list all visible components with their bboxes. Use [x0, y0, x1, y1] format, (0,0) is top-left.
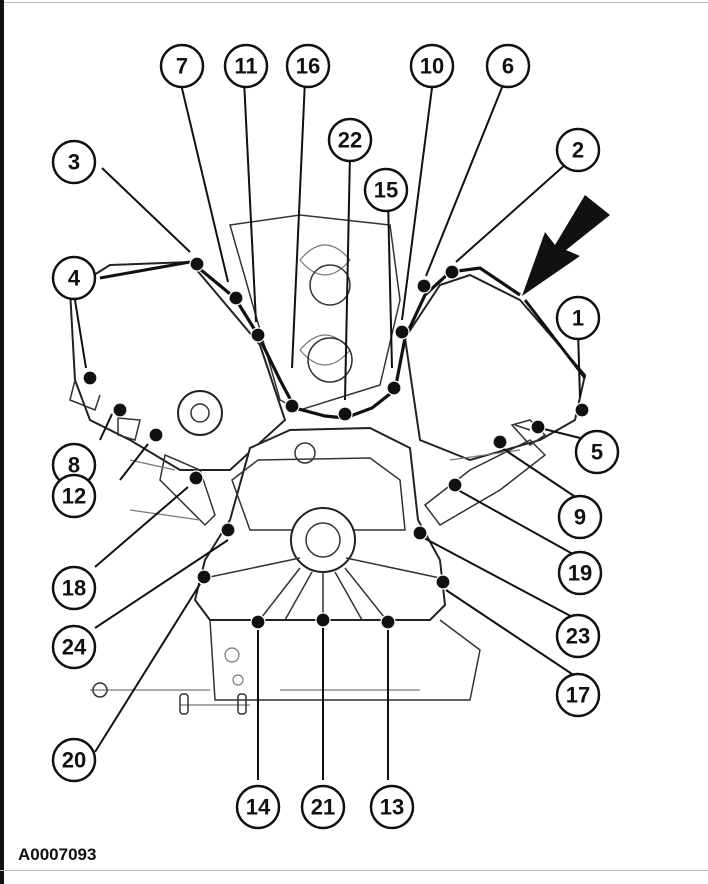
crankshaft-pulley — [290, 507, 356, 573]
callout-9: 9 — [557, 494, 603, 540]
svg-text:3: 3 — [68, 150, 80, 175]
frame-left-border — [0, 0, 4, 884]
svg-text:20: 20 — [62, 748, 86, 773]
figure-id-label: A0007093 — [18, 845, 97, 864]
bolt-16 — [284, 398, 300, 414]
bolt-18 — [188, 470, 204, 486]
svg-text:6: 6 — [502, 54, 514, 79]
callout-5: 5 — [574, 429, 620, 475]
callout-4: 4 — [51, 255, 97, 301]
svg-text:2: 2 — [572, 138, 584, 163]
callout-18: 18 — [51, 565, 97, 611]
leader-lines — [73, 79, 581, 780]
svg-text:11: 11 — [234, 54, 257, 79]
callout-7: 7 — [159, 43, 205, 89]
svg-text:15: 15 — [374, 178, 398, 203]
callout-1: 1 — [555, 295, 601, 341]
callout-2: 2 — [555, 127, 601, 173]
callout-15: 15 — [363, 167, 409, 213]
callout-21: 21 — [300, 784, 346, 830]
bolt-8 — [112, 402, 128, 418]
frame-top-rule — [0, 2, 708, 3]
engine-illustration — [68, 214, 587, 715]
svg-text:12: 12 — [62, 484, 86, 509]
svg-text:22: 22 — [338, 128, 362, 153]
svg-text:19: 19 — [568, 561, 592, 586]
svg-text:17: 17 — [566, 683, 590, 708]
svg-text:4: 4 — [68, 266, 81, 291]
bolt-21 — [315, 612, 331, 628]
bolt-3 — [189, 256, 205, 272]
svg-text:16: 16 — [296, 54, 320, 79]
svg-text:21: 21 — [311, 795, 335, 820]
callout-10: 10 — [409, 43, 455, 89]
bolt-6 — [416, 278, 432, 294]
svg-text:8: 8 — [68, 453, 80, 478]
callout-20: 20 — [51, 737, 97, 783]
callout-3: 3 — [51, 139, 97, 185]
callout-24: 24 — [51, 624, 97, 670]
left-cylinder-head — [68, 260, 287, 471]
bolt-22 — [337, 406, 353, 422]
callout-14: 14 — [235, 784, 281, 830]
callout-balloons: 1 2 3 4 5 6 7 8 9 10 11 12 13 14 15 16 1… — [51, 43, 620, 830]
bolt-19 — [447, 477, 463, 493]
callout-6: 6 — [485, 43, 531, 89]
idler-pulley — [177, 390, 223, 436]
bolt-17 — [435, 574, 451, 590]
svg-text:5: 5 — [591, 440, 603, 465]
frame-bottom-rule — [0, 870, 708, 871]
bolt-1 — [574, 402, 590, 418]
svg-text:9: 9 — [574, 505, 586, 530]
svg-text:13: 13 — [380, 795, 404, 820]
callout-12: 12 — [51, 473, 97, 519]
bolt-15 — [386, 380, 402, 396]
bolt-5 — [530, 419, 546, 435]
bolt-9 — [492, 434, 508, 450]
bolt-14 — [250, 614, 266, 630]
svg-text:23: 23 — [566, 624, 590, 649]
callout-22: 22 — [327, 117, 373, 163]
callout-19: 19 — [557, 550, 603, 596]
bolt-markers — [82, 256, 590, 630]
callout-17: 17 — [555, 672, 601, 718]
bolt-2 — [444, 264, 460, 280]
svg-text:7: 7 — [176, 54, 188, 79]
bolt-24 — [220, 522, 236, 538]
svg-text:14: 14 — [246, 795, 271, 820]
svg-text:10: 10 — [420, 54, 444, 79]
direction-arrow-icon — [522, 195, 610, 296]
callout-11: 11 — [223, 43, 269, 89]
bolt-7 — [228, 290, 244, 306]
bolt-23 — [412, 525, 428, 541]
bolt-13 — [380, 614, 396, 630]
callout-13: 13 — [369, 784, 415, 830]
svg-text:18: 18 — [62, 576, 86, 601]
bolt-10 — [394, 324, 410, 340]
bolt-11 — [250, 327, 266, 343]
bolt-12 — [148, 427, 164, 443]
oil-pan — [209, 619, 481, 701]
svg-text:24: 24 — [62, 635, 87, 660]
svg-text:1: 1 — [572, 306, 584, 331]
callout-16: 16 — [285, 43, 331, 89]
bolt-20 — [196, 569, 212, 585]
bolt-4 — [82, 370, 98, 386]
callout-23: 23 — [555, 613, 601, 659]
